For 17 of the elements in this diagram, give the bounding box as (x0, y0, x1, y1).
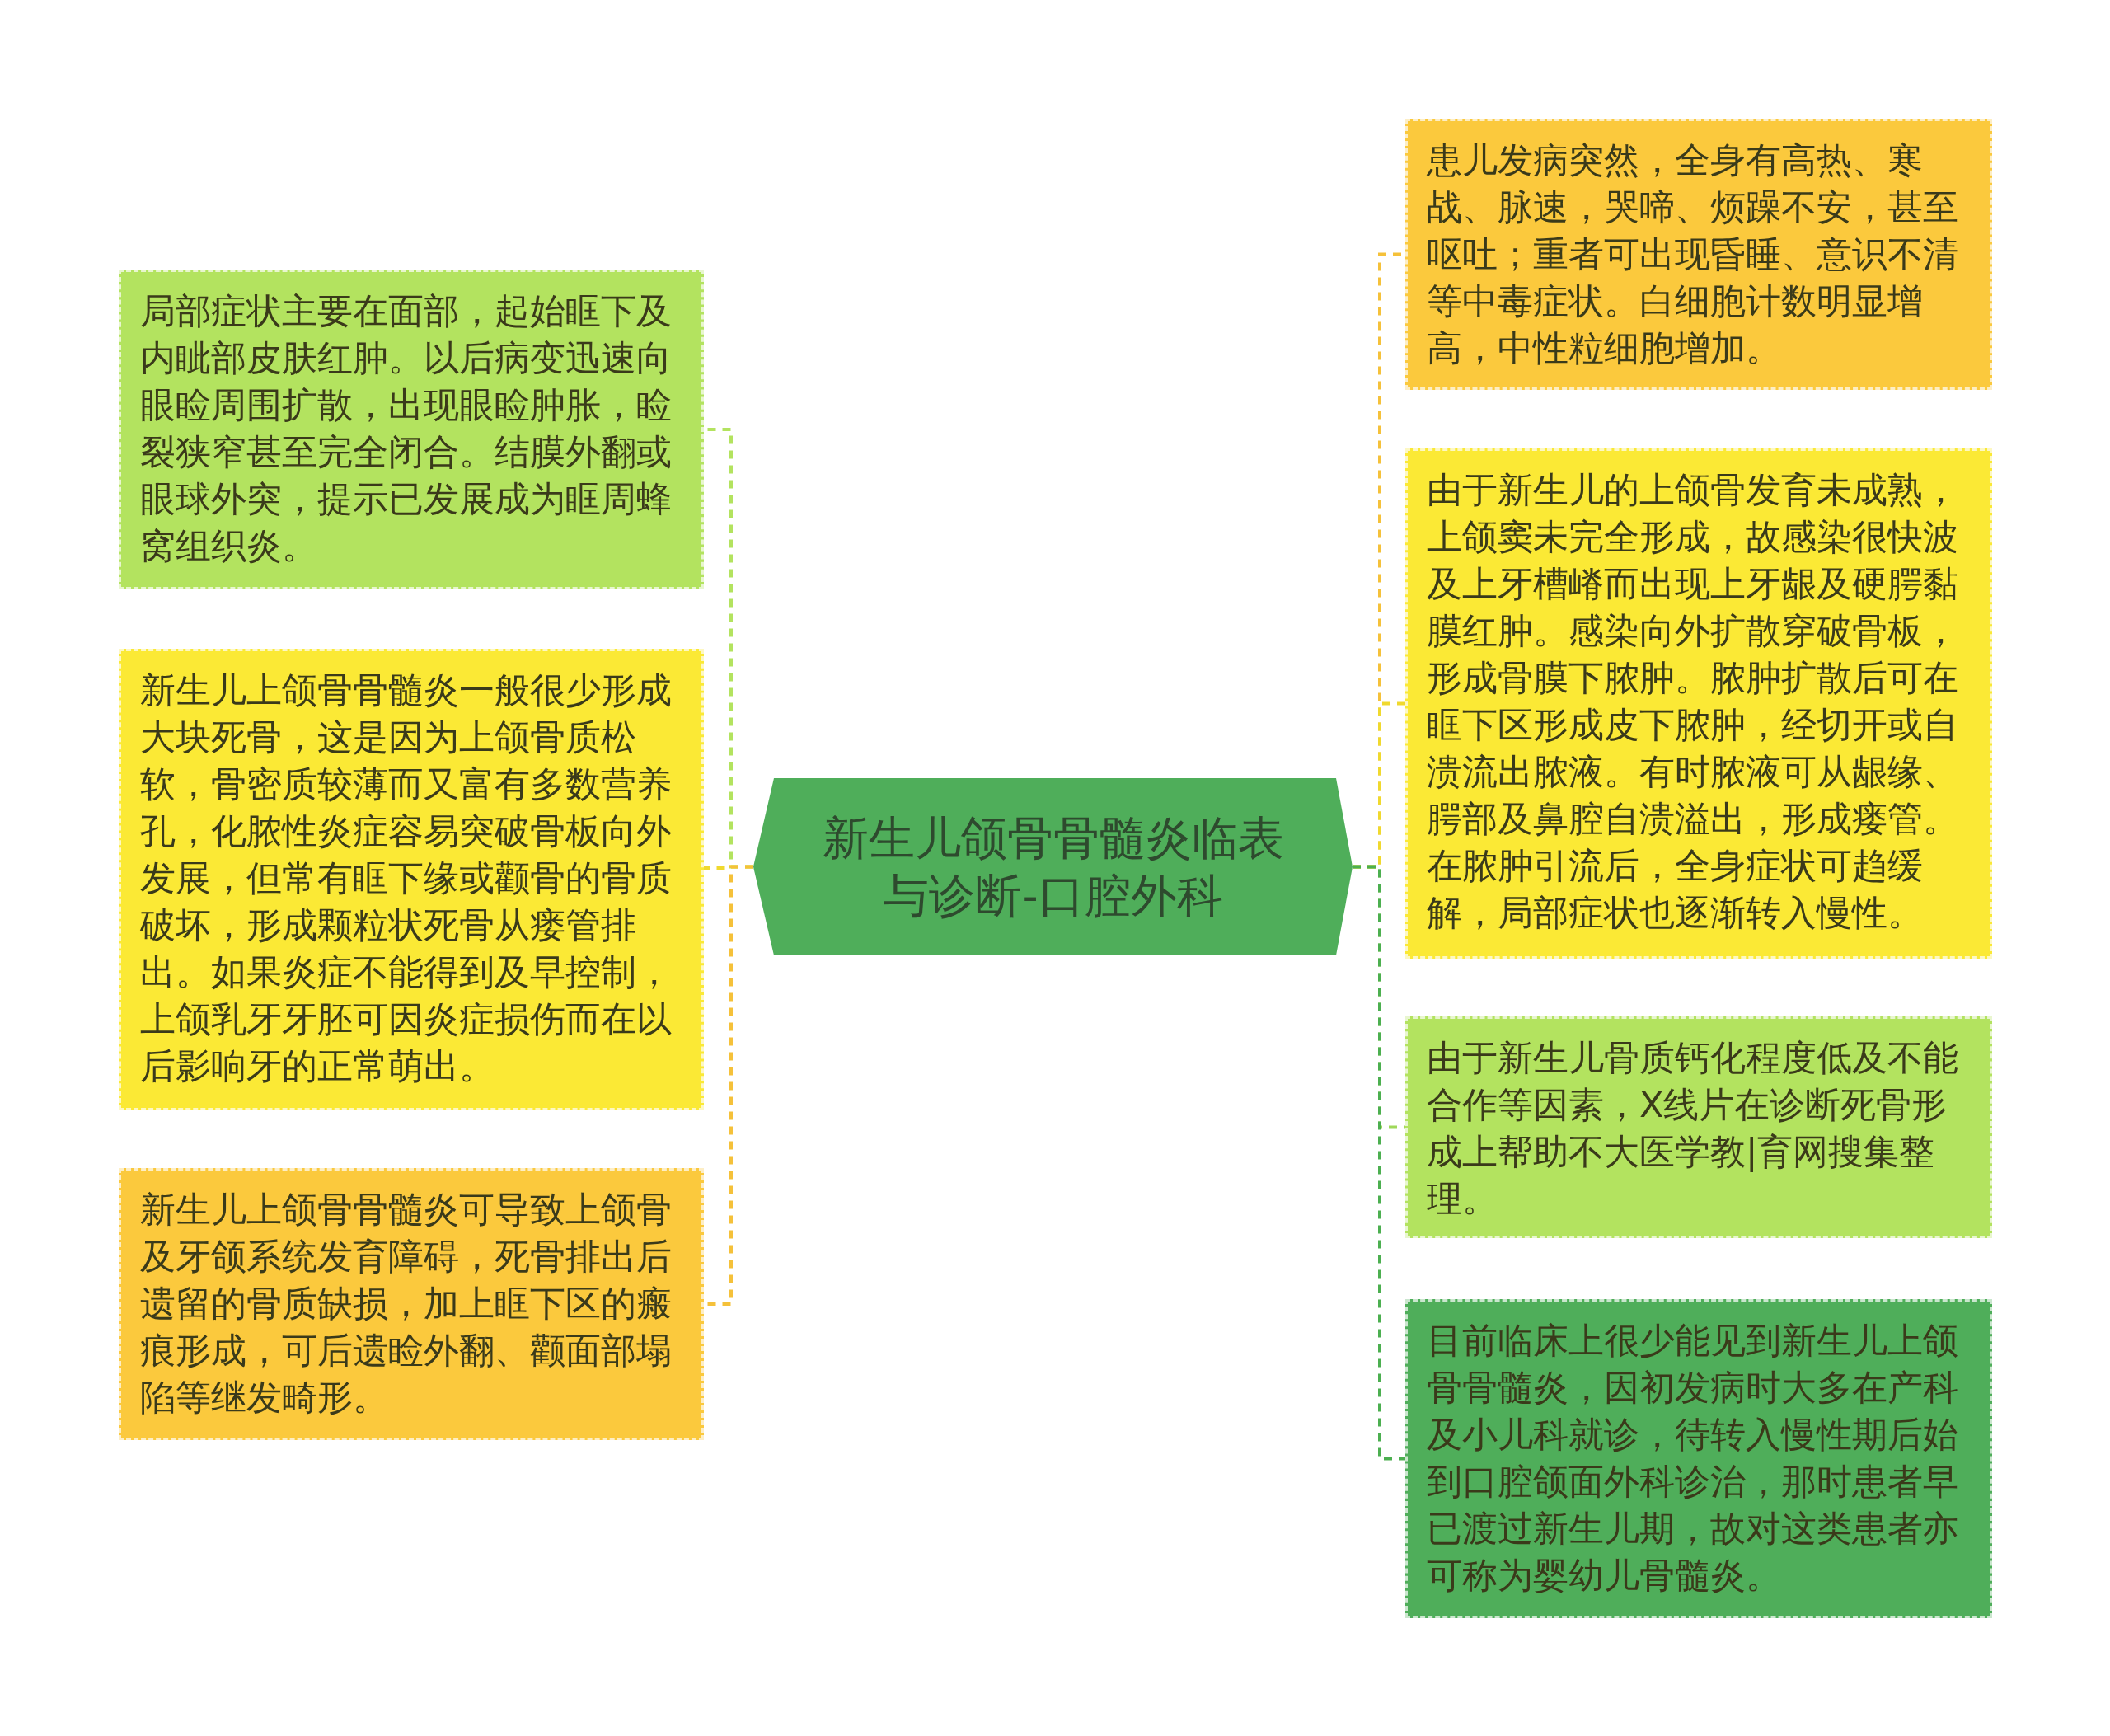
note-text: 目前临床上很少能见到新生儿上颌骨骨髓炎，因初发病时大多在产科及小儿科就诊，待转入慢性期后始到口腔颌面外科诊治，那时患者早已渡过新生儿期，故对这类患者亦可称为婴幼儿骨髓炎。 (1427, 1319, 1959, 1598)
note-text: 新生儿上颌骨骨髓炎可导致上颌骨及牙颌系统发育障碍，死骨排出后遗留的骨质缺损，加上眶下区的瘢痕形成，可后遗睑外翻、颧面部塌陷等继发畸形。 (140, 1188, 673, 1419)
topic-hexagon (753, 778, 1353, 955)
note-box (1405, 1016, 1992, 1238)
note-box (119, 270, 704, 589)
note-box (119, 649, 704, 1110)
note-box (1405, 1299, 1992, 1618)
note-box (119, 1168, 704, 1440)
note-box (1405, 119, 1992, 390)
note-text: 患儿发病突然，全身有高热、寒战、脉速，哭啼、烦躁不安，甚至呕吐；重者可出现昏睡、意识不清等中毒症状。白细胞计数明显增高，中性粒细胞增加。 (1427, 138, 1959, 370)
connector-line (1353, 865, 1405, 1461)
topic-title: 新生儿颌骨骨髓炎临表与诊断-口腔外科 (821, 809, 1285, 924)
note-text: 新生儿上颌骨骨髓炎一般很少形成大块死骨，这是因为上颌骨质松软，骨密质较薄而又富有多数营养孔，化脓性炎症容易突破骨板向外发展，但常有眶下缘或颧骨的骨质破坏，形成颗粒状死骨从瘘管排出。如果炎症不能得到及早控制，上颌乳牙牙胚可因炎症损伤而在以后影响牙的正常萌出。 (140, 669, 673, 1088)
note-text: 由于新生儿骨质钙化程度低及不能合作等因素，X线片在诊断死骨形成上帮助不大医学教|育网搜集整理。 (1427, 1036, 1959, 1221)
note-text: 局部症状主要在面部，起始眶下及内眦部皮肤红肿。以后病变迅速向眼睑周围扩散，出现眼睑肿胀，睑裂狭窄甚至完全闭合。结膜外翻或眼球外突，提示已发展成为眶周蜂窝组织炎。 (140, 289, 673, 568)
note-text: 由于新生儿的上颌骨发育未成熟，上颌窦未完全形成，故感染很快波及上牙槽嵴而出现上牙龈及硬腭黏膜红肿。感染向外扩散穿破骨板，形成骨膜下脓肿。脓肿扩散后可在眶下区形成皮下脓肿，经切开或自溃流出脓液。有时脓液可从龈缘、腭部及鼻腔自溃溢出，形成瘘管。在脓肿引流后，全身症状可趋缓解，局部症状也逐渐转入慢性。 (1427, 468, 1959, 935)
note-box (1405, 448, 1992, 959)
